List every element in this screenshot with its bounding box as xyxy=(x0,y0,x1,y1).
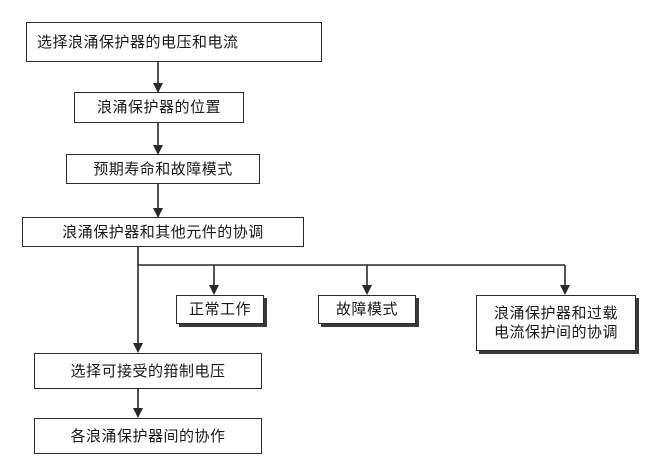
step-spd-location: 浪涌保护器的位置 xyxy=(74,92,244,123)
step-spd-location-label: 浪涌保护器的位置 xyxy=(96,98,221,117)
step-coordination-other-components-label: 浪涌保护器和其他元件的协调 xyxy=(62,222,264,241)
step-select-voltage-current: 选择浪涌保护器的电压和电流 xyxy=(26,22,322,62)
branch-normal-operation-label: 正常工作 xyxy=(188,300,251,319)
step-spd-cooperation-label: 各浪涌保护器间的协作 xyxy=(70,426,226,445)
step-select-clamping-voltage: 选择可接受的箝制电压 xyxy=(34,353,262,389)
branch-spd-overcurrent-coordination: 浪涌保护器和过载 电流保护间的协调 xyxy=(476,295,636,351)
step-spd-cooperation: 各浪涌保护器间的协作 xyxy=(34,418,262,454)
branch-normal-operation: 正常工作 xyxy=(176,295,264,324)
branch-failure-mode-label: 故障模式 xyxy=(335,300,398,319)
branch-spd-overcurrent-coordination-line2: 电流保护间的协调 xyxy=(493,323,618,341)
step-lifetime-failure-mode-label: 预期寿命和故障模式 xyxy=(93,159,233,178)
step-lifetime-failure-mode: 预期寿命和故障模式 xyxy=(66,154,260,184)
branch-spd-overcurrent-coordination-line1: 浪涌保护器和过载 xyxy=(493,304,618,323)
step-select-clamping-voltage-label: 选择可接受的箝制电压 xyxy=(70,361,226,380)
step-select-voltage-current-label: 选择浪涌保护器的电压和电流 xyxy=(37,32,239,51)
branch-failure-mode: 故障模式 xyxy=(318,295,416,324)
step-coordination-other-components: 浪涌保护器和其他元件的协调 xyxy=(22,217,304,247)
